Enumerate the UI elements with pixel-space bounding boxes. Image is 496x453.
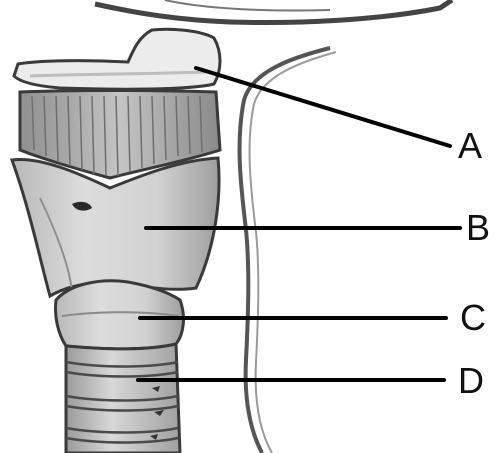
label-b: B (466, 207, 490, 248)
neck-contour-inner (250, 52, 336, 453)
label-d: D (458, 360, 484, 401)
hyoid-bone (14, 29, 220, 89)
leader-line-a (196, 68, 450, 146)
label-c: C (460, 297, 486, 338)
label-a: A (458, 125, 482, 166)
mandible-inner-outline (165, 0, 330, 11)
